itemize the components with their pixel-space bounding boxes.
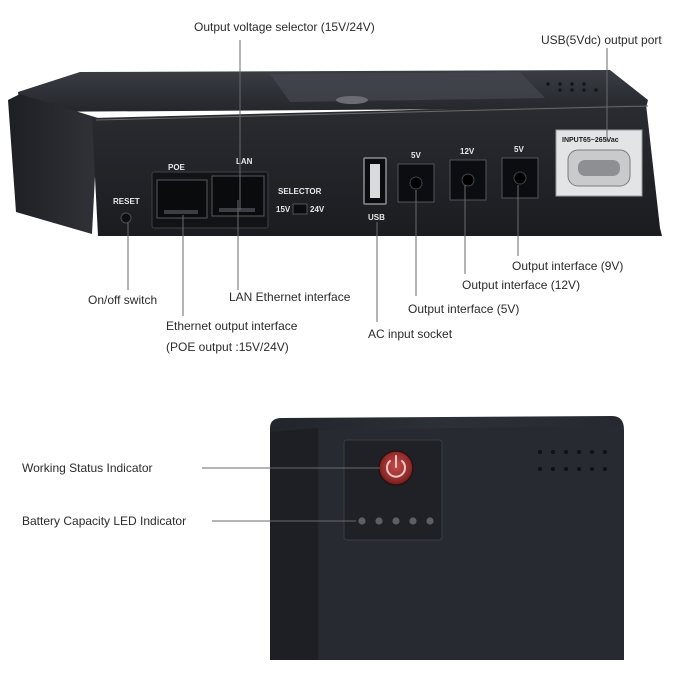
- battery-led: [426, 517, 434, 525]
- lan-port-contacts: [219, 208, 255, 212]
- bottom-device-edge: [270, 428, 318, 660]
- battery-led: [392, 517, 400, 525]
- dc-port-3-label: 5V: [514, 145, 524, 154]
- callout-ac-input-socket: AC input socket: [368, 327, 453, 341]
- ac-input-pins: [578, 160, 620, 176]
- bottom-device-vent-holes: [538, 450, 607, 471]
- power-icon: [386, 455, 406, 478]
- top-device-indicator-oval: [336, 96, 368, 104]
- top-device-left-side: [8, 94, 98, 234]
- battery-led: [409, 517, 417, 525]
- callout-ethernet-output-line1: Ethernet output interface: [166, 319, 298, 333]
- ac-input-label: INPUT65~265Vac: [562, 137, 619, 144]
- battery-led: [358, 517, 366, 525]
- usb-port-tongue: [370, 164, 380, 198]
- usb-label: USB: [368, 213, 385, 222]
- dc-port-2-label: 12V: [460, 147, 475, 156]
- callout-battery-capacity: Battery Capacity LED Indicator: [22, 514, 187, 528]
- dc-port-2-pin: [461, 173, 475, 187]
- callout-output-5v: Output interface (5V): [408, 302, 520, 316]
- poe-port-contacts: [164, 210, 198, 214]
- selector-24v-label: 24V: [310, 205, 325, 214]
- callout-on-off-switch: On/off switch: [88, 293, 158, 307]
- dc-port-3-pin: [513, 171, 527, 185]
- voltage-selector-switch[interactable]: [292, 203, 308, 215]
- selector-label: SELECTOR: [278, 187, 322, 196]
- callout-ethernet-output-line2: (POE output :15V/24V): [166, 340, 289, 354]
- selector-15v-label: 15V: [276, 205, 291, 214]
- lan-label: LAN: [236, 157, 253, 166]
- callout-lan-ethernet: LAN Ethernet interface: [229, 290, 351, 304]
- top-device-top-panel: [270, 72, 545, 102]
- poe-label: POE: [168, 163, 186, 172]
- top-callout-leaders: [127, 40, 608, 322]
- bottom-callout-leaders: [202, 467, 380, 522]
- callout-working-status: Working Status Indicator: [22, 461, 153, 475]
- callout-output-12v: Output interface (12V): [462, 278, 581, 292]
- reset-label: RESET: [113, 197, 140, 206]
- callout-output-9v: Output interface (9V): [512, 259, 624, 273]
- top-device-vent-holes: [546, 82, 598, 92]
- dc-port-1-label: 5V: [411, 151, 421, 160]
- callout-usb-port: USB(5Vdc) output port: [541, 33, 662, 47]
- top-device: RESET POE LAN SELECTOR 15V 24V USB 5V 12…: [8, 70, 662, 236]
- status-panel: [343, 439, 443, 541]
- callout-voltage-selector: Output voltage selector (15V/24V): [194, 20, 375, 34]
- battery-led: [375, 517, 383, 525]
- reset-button[interactable]: [120, 212, 132, 224]
- dc-port-1-pin: [409, 176, 423, 190]
- bottom-device: [270, 416, 624, 660]
- battery-capacity-leds: [358, 517, 434, 525]
